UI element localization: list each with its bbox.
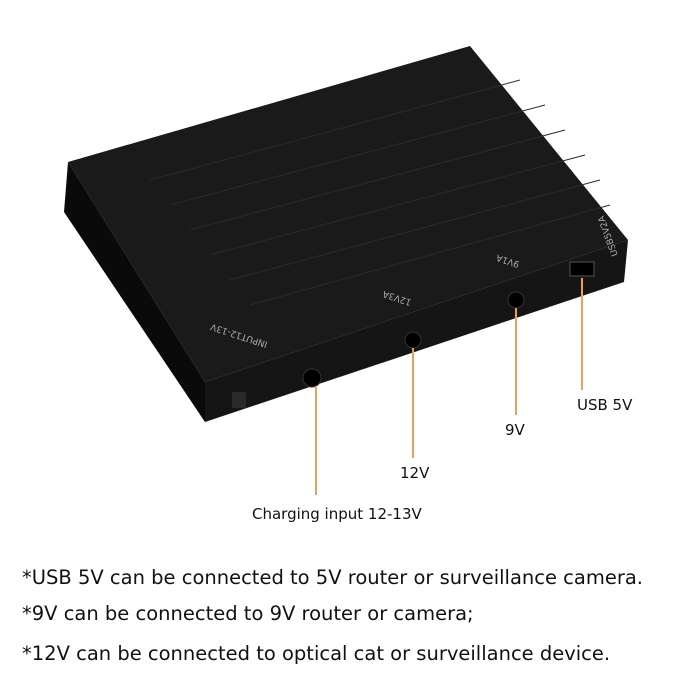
input-port xyxy=(302,368,322,388)
note-12v: *12V can be connected to optical cat or … xyxy=(22,642,611,665)
callout-12v: 12V xyxy=(400,464,430,482)
callout-lines xyxy=(315,278,583,495)
power-switch xyxy=(232,392,246,408)
callout-9v: 9V xyxy=(505,421,525,439)
12v-port xyxy=(404,331,422,349)
callout-input: Charging input 12-13V xyxy=(252,505,422,523)
9v-port xyxy=(507,291,525,309)
box-left-face xyxy=(64,162,205,422)
callout-usb: USB 5V xyxy=(577,396,633,414)
box-top-face xyxy=(68,46,628,382)
usb-port xyxy=(569,261,595,277)
note-usb: *USB 5V can be connected to 5V router or… xyxy=(22,566,644,589)
note-9v: *9V can be connected to 9V router or cam… xyxy=(22,602,474,625)
top-label-lines xyxy=(149,79,611,306)
